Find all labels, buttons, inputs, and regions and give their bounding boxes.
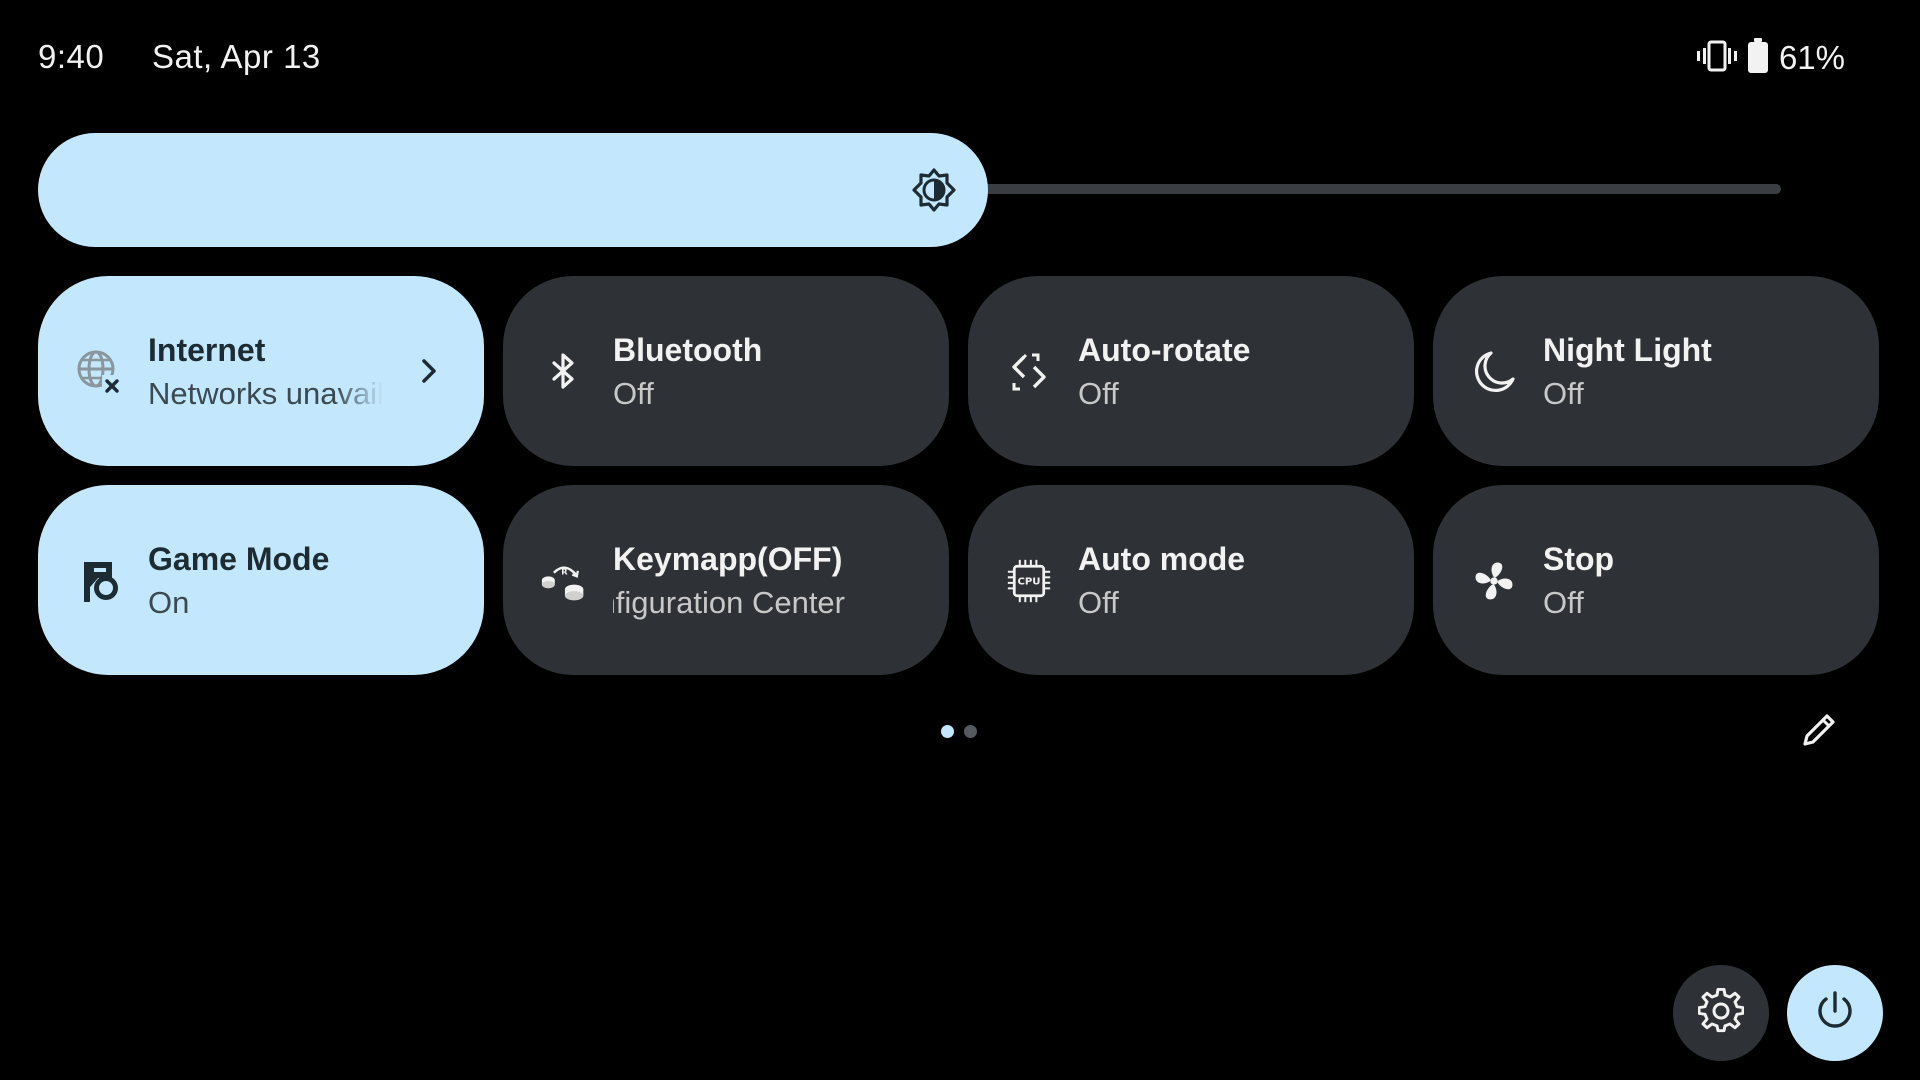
status-icons: 61% [1696,36,1845,80]
brightness-slider[interactable] [38,133,1831,247]
tile-stop[interactable]: Stop Off [1433,485,1879,675]
tile-label: Night Light [1543,332,1712,368]
tile-label: Bluetooth [613,332,763,368]
tile-status: Off [613,376,654,411]
brightness-fill[interactable] [38,133,988,247]
tile-label: Internet [148,332,266,368]
battery-icon [1747,37,1769,79]
page-dot-1[interactable] [941,725,954,738]
svg-text:R: R [561,567,568,577]
quick-settings-tiles: Internet Networks unavailable Bluetooth … [38,276,1879,675]
cpu-icon-text: CPU [1017,577,1040,588]
status-date: Sat, Apr 13 [152,38,321,75]
battery-percent: 61% [1778,39,1845,76]
moon-icon [1471,349,1517,395]
status-time: 9:40 [38,38,105,75]
tile-internet[interactable]: Internet Networks unavailable [38,276,484,466]
tile-status: Off [1078,585,1119,620]
fan-icon [1471,558,1517,604]
brightness-icon [910,166,958,214]
bluetooth-icon [541,349,587,395]
tile-game-mode[interactable]: Game Mode On [38,485,484,675]
tile-status: Configuration Center [613,585,845,620]
tile-label: Keymapp(OFF) [613,541,843,577]
settings-button[interactable] [1673,965,1769,1061]
tile-status: Off [1543,585,1584,620]
cpu-icon: CPU [1006,558,1052,604]
gear-icon [1697,987,1745,1039]
page-indicator [941,725,977,738]
tile-status: Off [1543,376,1584,411]
vibrate-icon [1696,38,1737,79]
tile-label: Stop [1543,541,1615,577]
auto-rotate-icon [1006,349,1052,395]
tile-auto-mode[interactable]: CPU Auto mode Off [968,485,1414,675]
keymapp-icon: R [541,558,587,604]
brightness-track[interactable] [978,184,1781,194]
status-bar: 9:40 Sat, Apr 13 61% [0,0,1920,118]
tile-keymapp[interactable]: R Keymapp(OFF) Configuration Center [503,485,949,675]
tile-auto-rotate[interactable]: Auto-rotate Off [968,276,1414,466]
power-button[interactable] [1787,965,1883,1061]
tile-night-light[interactable]: Night Light Off [1433,276,1879,466]
tile-status: On [148,585,190,620]
tile-label: Game Mode [148,541,330,577]
page-dot-2[interactable] [964,725,977,738]
edit-tiles-button[interactable] [1797,710,1841,754]
globe-off-icon [76,349,122,395]
tile-status: Off [1078,376,1119,411]
tile-status: Networks unavailable [148,376,383,411]
game-mode-icon [76,558,122,604]
power-icon [1813,989,1857,1038]
tile-label: Auto-rotate [1078,332,1251,368]
tile-bluetooth[interactable]: Bluetooth Off [503,276,949,466]
tile-label: Auto mode [1078,541,1246,577]
pencil-icon [1799,710,1839,755]
chevron-right-icon [412,354,446,388]
